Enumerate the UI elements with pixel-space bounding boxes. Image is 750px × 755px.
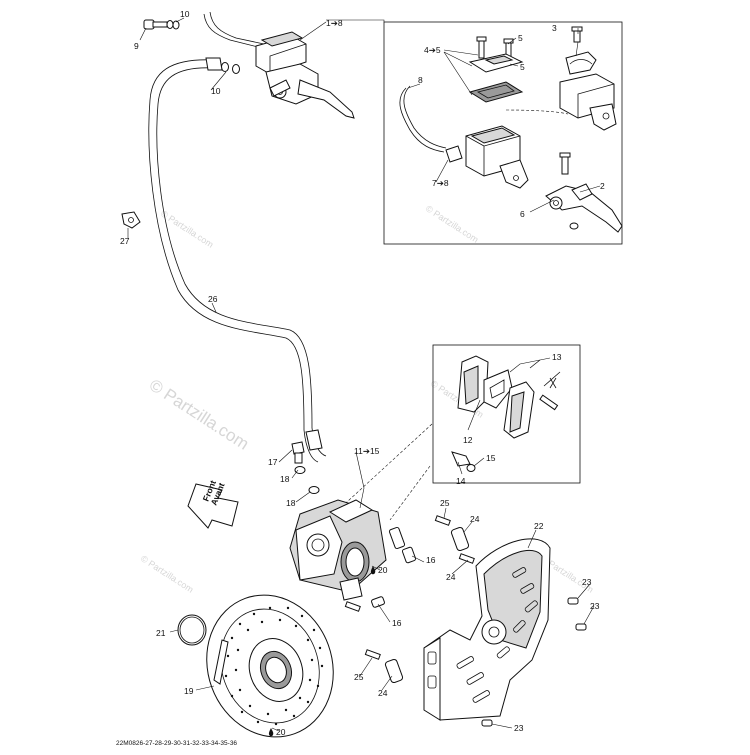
disc-drill-holes — [224, 606, 324, 726]
lubricant-icon — [370, 566, 376, 575]
o-ring — [177, 614, 207, 646]
watermark-small-4: © Partzilla.com — [139, 553, 195, 594]
callout-5b: 5 — [520, 62, 525, 72]
inset-brake-pads — [335, 355, 561, 521]
watermark-main: © Partzilla.com — [146, 375, 252, 453]
callout-24a: 24 — [470, 514, 480, 524]
callout-4: 4➔5 — [424, 45, 441, 55]
callout-6: 6 — [520, 209, 525, 219]
callout-18b: 18 — [286, 498, 296, 508]
inset-master-cylinder — [399, 26, 623, 233]
callout-15: 15 — [486, 453, 496, 463]
callout-5a: 5 — [518, 33, 523, 43]
callout-22: 22 — [534, 521, 544, 531]
brake-pad-inset-box — [432, 344, 581, 484]
banjo-bolt-and-washers — [291, 441, 320, 494]
drawing-code: 22M0826-27-28-29-30-31-32-33-34-35-36 — [116, 740, 237, 747]
callout-27: 27 — [120, 236, 130, 246]
callout-12: 12 — [463, 435, 473, 445]
callout-2: 2 — [600, 181, 605, 191]
callout-9: 9 — [134, 41, 139, 51]
callout-7: 7➔8 — [432, 178, 449, 188]
brake-hose — [121, 57, 327, 463]
callout-23c: 23 — [514, 723, 524, 733]
callout-11: 11➔15 — [354, 446, 380, 456]
callout-26: 26 — [208, 294, 218, 304]
callout-10a: 10 — [180, 9, 190, 19]
mount-hardware — [344, 515, 587, 727]
callout-18a: 18 — [280, 474, 290, 484]
leader-lines — [127, 17, 601, 732]
caliper — [289, 499, 387, 601]
callout-16a: 16 — [426, 555, 436, 565]
callout-19: 19 — [184, 686, 194, 696]
callout-3: 3 — [552, 23, 557, 33]
callout-1: 1➔8 — [326, 18, 343, 28]
brake-disc — [206, 594, 334, 738]
callout-14: 14 — [456, 476, 466, 486]
callout-24b: 24 — [446, 572, 456, 582]
callout-20b: 20 — [276, 727, 286, 737]
watermark-small-1: © Partzilla.com — [424, 203, 480, 244]
callout-10b: 10 — [211, 86, 221, 96]
front-direction-arrow: Front Avant — [187, 479, 239, 529]
callout-labels: 1➔8 2 3 4➔5 5 5 6 7➔8 8 9 10 10 11➔15 12… — [120, 9, 605, 737]
callout-25a: 25 — [440, 498, 450, 508]
master-cylinder-assembly — [143, 11, 355, 119]
lubricant-icon — [268, 728, 274, 737]
callout-16b: 16 — [392, 618, 402, 628]
callout-17: 17 — [268, 457, 278, 467]
master-cylinder-inset-box — [383, 21, 623, 245]
callout-20a: 20 — [378, 565, 388, 575]
callout-23a: 23 — [582, 577, 592, 587]
callout-13: 13 — [552, 352, 562, 362]
callout-8: 8 — [418, 75, 423, 85]
callout-25b: 25 — [354, 672, 364, 682]
callout-23b: 23 — [590, 601, 600, 611]
disc-guard-bracket — [423, 538, 551, 721]
callout-24c: 24 — [378, 688, 388, 698]
callout-21: 21 — [156, 628, 166, 638]
